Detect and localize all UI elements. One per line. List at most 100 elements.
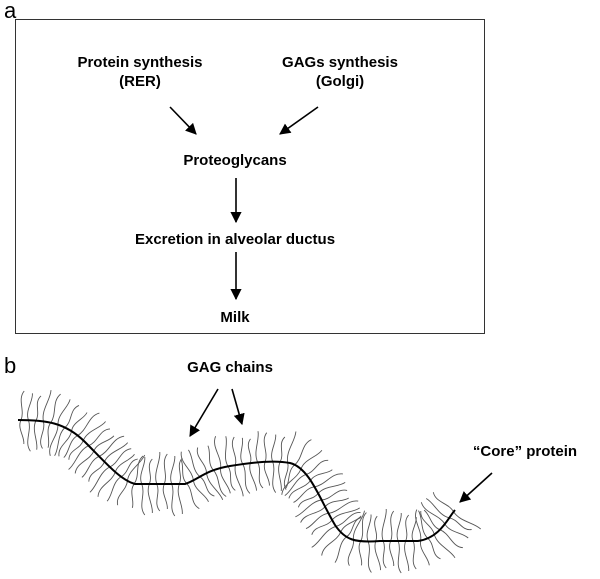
arrow-gags-to-proteoglycans <box>279 106 319 135</box>
gag-chain <box>97 471 116 497</box>
gag-chain <box>170 455 176 485</box>
gag-chain <box>279 436 286 463</box>
gag-chain <box>352 510 365 540</box>
arrow-gag-chains-right <box>231 388 245 426</box>
gag-chain <box>453 511 482 530</box>
gag-chain <box>411 516 417 542</box>
protein-synthesis-node: Protein synthesis (RER) <box>60 54 220 92</box>
gag-chains-label: GAG chains <box>187 359 273 376</box>
gag-chain <box>415 509 422 541</box>
gag-chain <box>278 461 282 491</box>
gag-chain <box>109 448 132 468</box>
gag-chain <box>418 510 429 539</box>
gag-chain <box>50 393 61 423</box>
gag-chain <box>196 447 208 474</box>
core-protein-backbone <box>17 419 456 543</box>
protein-synthesis-site: (RER) <box>119 72 161 90</box>
gag-chain <box>106 476 122 502</box>
gag-chain <box>405 514 410 542</box>
gag-chain <box>295 499 322 518</box>
gag-chain <box>358 540 363 566</box>
gag-chain <box>40 421 45 449</box>
gag-chain <box>389 540 395 567</box>
gag-chain <box>271 434 277 462</box>
protein-synthesis-label: Protein synthesis <box>77 54 203 71</box>
gag-chain <box>420 510 435 535</box>
gag-chain <box>331 507 360 521</box>
gag-chain <box>162 483 168 510</box>
gag-chain <box>311 525 337 548</box>
gag-chain <box>57 399 71 425</box>
gag-chain <box>263 461 270 486</box>
gag-chain <box>340 515 362 533</box>
arrow-protein-to-proteoglycans <box>169 106 197 135</box>
gag-chain <box>293 486 315 503</box>
gag-chain <box>263 432 268 462</box>
gags-synthesis-site: (Golgi) <box>315 72 365 90</box>
gag-chain <box>177 483 183 515</box>
gag-chain <box>310 469 333 481</box>
gag-chain <box>206 473 224 500</box>
gag-chain <box>272 461 277 493</box>
gag-chain <box>120 458 138 478</box>
panel-b-letter: b <box>4 353 17 378</box>
panel-a-letter: a <box>4 0 17 23</box>
core-protein-label: “Core” protein <box>472 443 578 460</box>
gag-chain <box>231 436 237 466</box>
gag-chain <box>133 455 144 485</box>
gag-chain <box>286 431 297 463</box>
gag-chain <box>186 483 200 509</box>
gag-chain <box>213 469 227 497</box>
gag-chain <box>64 404 80 428</box>
gag-chain <box>390 510 395 542</box>
gag-chain <box>131 483 135 509</box>
gag-chain <box>444 523 469 539</box>
gag-chain <box>367 541 372 573</box>
gag-chain <box>171 483 176 517</box>
gag-chain <box>68 440 84 460</box>
gag-chain <box>397 540 402 574</box>
gag-chain <box>306 459 329 475</box>
gag-chain <box>180 459 188 484</box>
gag-chain <box>27 393 33 421</box>
gag-chain <box>214 436 222 468</box>
gag-chain <box>35 395 42 421</box>
gag-chain <box>374 515 378 542</box>
gags-synthesis-label: GAGs synthesis <box>282 54 398 71</box>
gag-chain <box>249 462 257 491</box>
gag-chain <box>225 436 229 467</box>
gag-chain <box>155 451 161 485</box>
gag-chain <box>220 467 231 494</box>
flowchart-frame <box>15 19 485 334</box>
gag-chain <box>381 508 387 542</box>
gag-chain <box>321 531 342 556</box>
gag-chain <box>423 509 441 531</box>
gag-chain <box>199 476 215 497</box>
gag-chain <box>427 537 441 560</box>
gag-chain <box>126 454 146 481</box>
gag-chain <box>404 540 410 572</box>
gag-chain <box>114 454 135 473</box>
gags-synthesis-node: GAGs synthesis (Golgi) <box>265 54 415 92</box>
excretion-node: Excretion in alveolar ductus <box>134 231 336 248</box>
gag-side-chains <box>19 390 482 574</box>
gag-chain <box>314 473 343 488</box>
arrow-core-protein <box>459 472 493 503</box>
gag-chain <box>346 517 362 538</box>
gag-chain <box>33 420 38 450</box>
gag-chain <box>163 453 168 485</box>
gag-chain <box>433 534 456 559</box>
gag-chain <box>141 483 146 516</box>
gag-chain <box>347 539 354 566</box>
gag-chain <box>140 456 146 485</box>
gag-chain <box>74 450 95 474</box>
gag-chain <box>240 437 244 465</box>
gag-chain <box>93 435 115 452</box>
proteoglycans-node: Proteoglycans <box>183 152 287 169</box>
gag-chain <box>420 540 430 566</box>
gag-chain <box>300 449 323 470</box>
gag-chain <box>47 422 52 448</box>
gag-chain <box>311 519 333 535</box>
gag-chain <box>234 465 244 497</box>
